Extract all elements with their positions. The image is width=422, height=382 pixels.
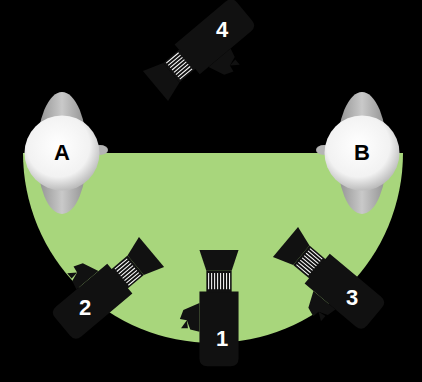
person-node: B: [324, 115, 400, 191]
camera-symbol: [131, 0, 261, 117]
camera-node: 2: [46, 221, 176, 351]
person-label: B: [354, 142, 370, 164]
camera-node: 4: [131, 0, 261, 117]
camera-symbol: [46, 221, 176, 351]
camera-symbol: [261, 211, 391, 341]
callout-number: 3: [346, 287, 358, 309]
callout-number: 4: [216, 19, 228, 41]
camera-node: 1: [154, 238, 284, 368]
callout-number: 2: [79, 297, 91, 319]
callout-number: 1: [216, 328, 228, 350]
person-node: A: [24, 115, 100, 191]
person-label: A: [54, 142, 70, 164]
camera-node: 3: [261, 211, 391, 341]
